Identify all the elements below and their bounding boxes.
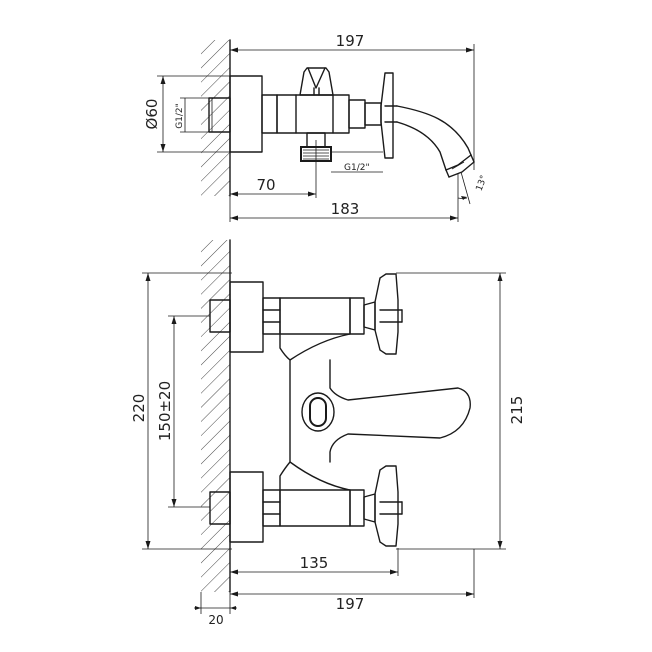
- dim-wall-depth: 20: [194, 592, 237, 627]
- dim-label-offset: 70: [256, 176, 275, 194]
- dim-overall-width-top: 197: [229, 32, 475, 170]
- wall-section-front: [201, 239, 231, 593]
- connector-top: [261, 94, 278, 134]
- lower-handle: [374, 465, 403, 547]
- dim-label-220: 220: [130, 394, 148, 423]
- dim-label-depth: 183: [331, 200, 360, 218]
- front-view: 220 150±20: [130, 239, 526, 627]
- body-lower: [279, 489, 376, 527]
- dim-angle: 13°: [457, 171, 490, 205]
- dim-width-front: 197: [230, 549, 475, 613]
- dim-label-197-front: 197: [336, 595, 365, 613]
- diverter-oval: [301, 392, 335, 432]
- upper-handle: [374, 273, 403, 355]
- spout-top: [396, 105, 475, 178]
- dim-label-diameter: Ø60: [143, 99, 161, 130]
- mixer-body-top: [276, 67, 366, 134]
- handle-top: [364, 72, 398, 159]
- label-inlet-thread: G1/2": [175, 103, 185, 129]
- dim-spout-reach: 135: [230, 548, 399, 576]
- top-view: 197 Ø60 G1/2": [143, 32, 490, 222]
- dim-spout-height: 215: [396, 272, 526, 550]
- dim-offset: 70: [230, 140, 317, 198]
- dim-label-20: 20: [208, 613, 223, 627]
- label-angle: 13°: [475, 174, 490, 192]
- dim-label-centers: 150±20: [156, 381, 174, 441]
- dim-diameter: Ø60: [143, 75, 232, 153]
- body-upper: [279, 297, 376, 335]
- dim-centers: 150±20: [156, 315, 210, 508]
- dim-label-135: 135: [300, 554, 329, 572]
- dim-height-total: 220: [130, 272, 232, 550]
- wall-flange-top: [229, 75, 263, 153]
- wall-section-top: [201, 39, 231, 197]
- dim-depth: 183: [229, 196, 459, 222]
- dim-label-197-top: 197: [336, 32, 365, 50]
- body-vertical: [279, 333, 471, 491]
- outlet-thread-top: G1/2": [300, 132, 383, 173]
- dim-label-215: 215: [508, 396, 526, 425]
- label-outlet-thread: G1/2": [344, 163, 370, 173]
- upper-inlet: [209, 281, 281, 353]
